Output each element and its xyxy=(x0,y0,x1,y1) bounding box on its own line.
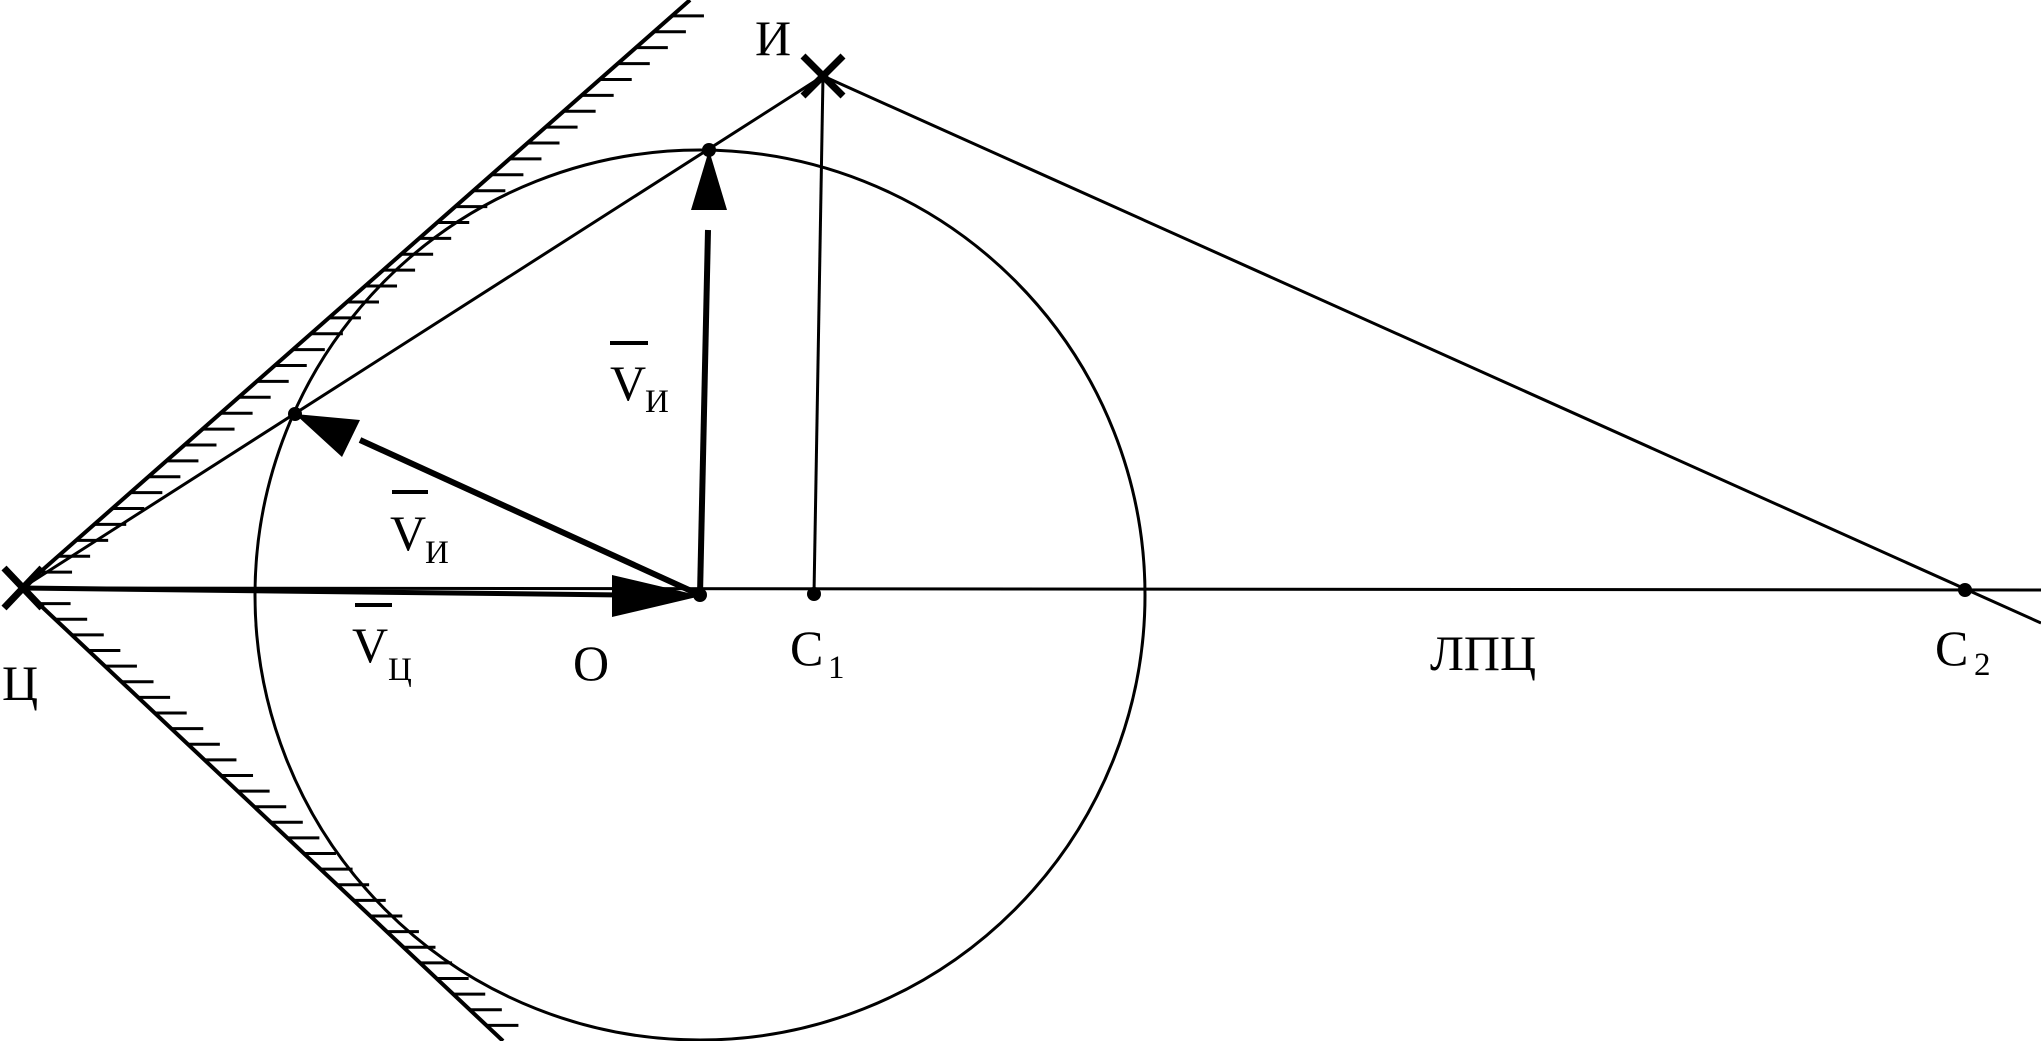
hatched-boundary-lower xyxy=(38,602,519,1027)
line-source-to-c2 xyxy=(822,74,2041,625)
boundary-line-upper xyxy=(20,0,692,590)
hatched-boundary-upper xyxy=(40,14,704,574)
lpc-line xyxy=(21,586,2041,592)
vector-v-i-diagonal-arrowhead xyxy=(295,414,360,457)
point-origin xyxy=(693,588,707,602)
circle xyxy=(253,148,1147,1041)
vector-v-ts xyxy=(21,585,623,598)
label-c2-subscript: 2 xyxy=(1974,647,1991,683)
label-center: Ц xyxy=(2,655,38,711)
label-c2: C xyxy=(1935,620,1968,676)
boundary-line-lower xyxy=(20,586,505,1041)
point-c1 xyxy=(807,587,821,601)
vector-v-i-vertical xyxy=(697,229,711,596)
label-v-i-upper: V xyxy=(610,355,646,411)
label-v-ts-subscript: Ц xyxy=(388,652,412,688)
vector-v-ts-arrowhead xyxy=(612,575,701,617)
label-v-i-lower: V xyxy=(390,505,426,561)
label-source: И xyxy=(755,10,791,66)
label-lpc: ЛПЦ xyxy=(1430,625,1536,681)
point-circle-left xyxy=(288,407,302,421)
line-source-to-c1 xyxy=(812,75,825,595)
vector-v-i-vertical-arrowhead xyxy=(691,150,727,210)
cross-marker-center xyxy=(1,565,45,611)
vector-v-i-diagonal xyxy=(358,437,702,598)
label-v-ts: V xyxy=(352,617,388,673)
label-c1-subscript: 1 xyxy=(828,650,845,686)
label-v-i-upper-subscript: И xyxy=(645,384,669,420)
label-origin: О xyxy=(573,635,609,691)
label-v-i-lower-subscript: И xyxy=(425,535,449,571)
line-center-to-source xyxy=(21,74,824,590)
point-circle-top xyxy=(702,143,716,157)
cross-marker-source xyxy=(800,53,846,99)
point-c2 xyxy=(1958,583,1972,597)
label-c1: C xyxy=(790,620,823,676)
